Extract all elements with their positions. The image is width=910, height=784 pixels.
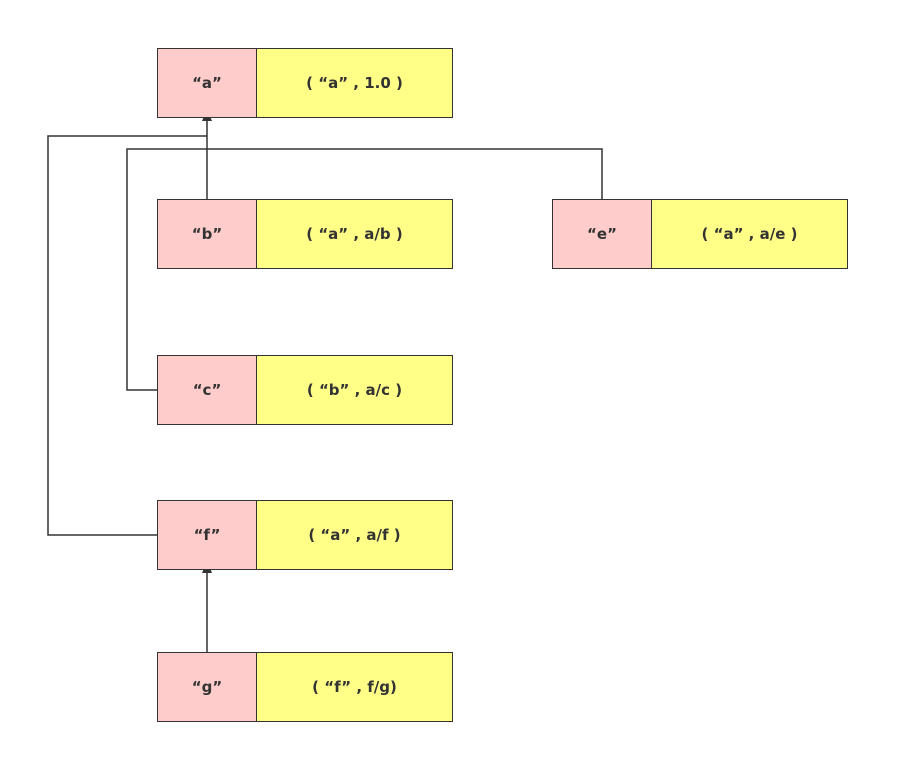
node-value-g: ( “f” , f/g)	[257, 652, 453, 722]
node-a: “a” ( “a” , 1.0 )	[157, 48, 453, 118]
node-value-a: ( “a” , 1.0 )	[257, 48, 453, 118]
node-key-b: “b”	[157, 199, 257, 269]
node-e: “e” ( “a” , a/e )	[552, 199, 848, 269]
edge-e-to-a	[207, 148, 603, 199]
node-value-b: ( “a” , a/b )	[257, 199, 453, 269]
node-c: “c” ( “b” , a/c )	[157, 355, 453, 425]
node-key-g: “g”	[157, 652, 257, 722]
node-value-f: ( “a” , a/f )	[257, 500, 453, 570]
node-g: “g” ( “f” , f/g)	[157, 652, 453, 722]
node-value-c: ( “b” , a/c )	[257, 355, 453, 425]
node-key-f: “f”	[157, 500, 257, 570]
edge-c-to-a	[126, 148, 207, 391]
node-key-e: “e”	[552, 199, 652, 269]
node-key-c: “c”	[157, 355, 257, 425]
node-b: “b” ( “a” , a/b )	[157, 199, 453, 269]
node-f: “f” ( “a” , a/f )	[157, 500, 453, 570]
edge-f-to-a	[47, 135, 207, 536]
node-value-e: ( “a” , a/e )	[652, 199, 848, 269]
node-key-a: “a”	[157, 48, 257, 118]
